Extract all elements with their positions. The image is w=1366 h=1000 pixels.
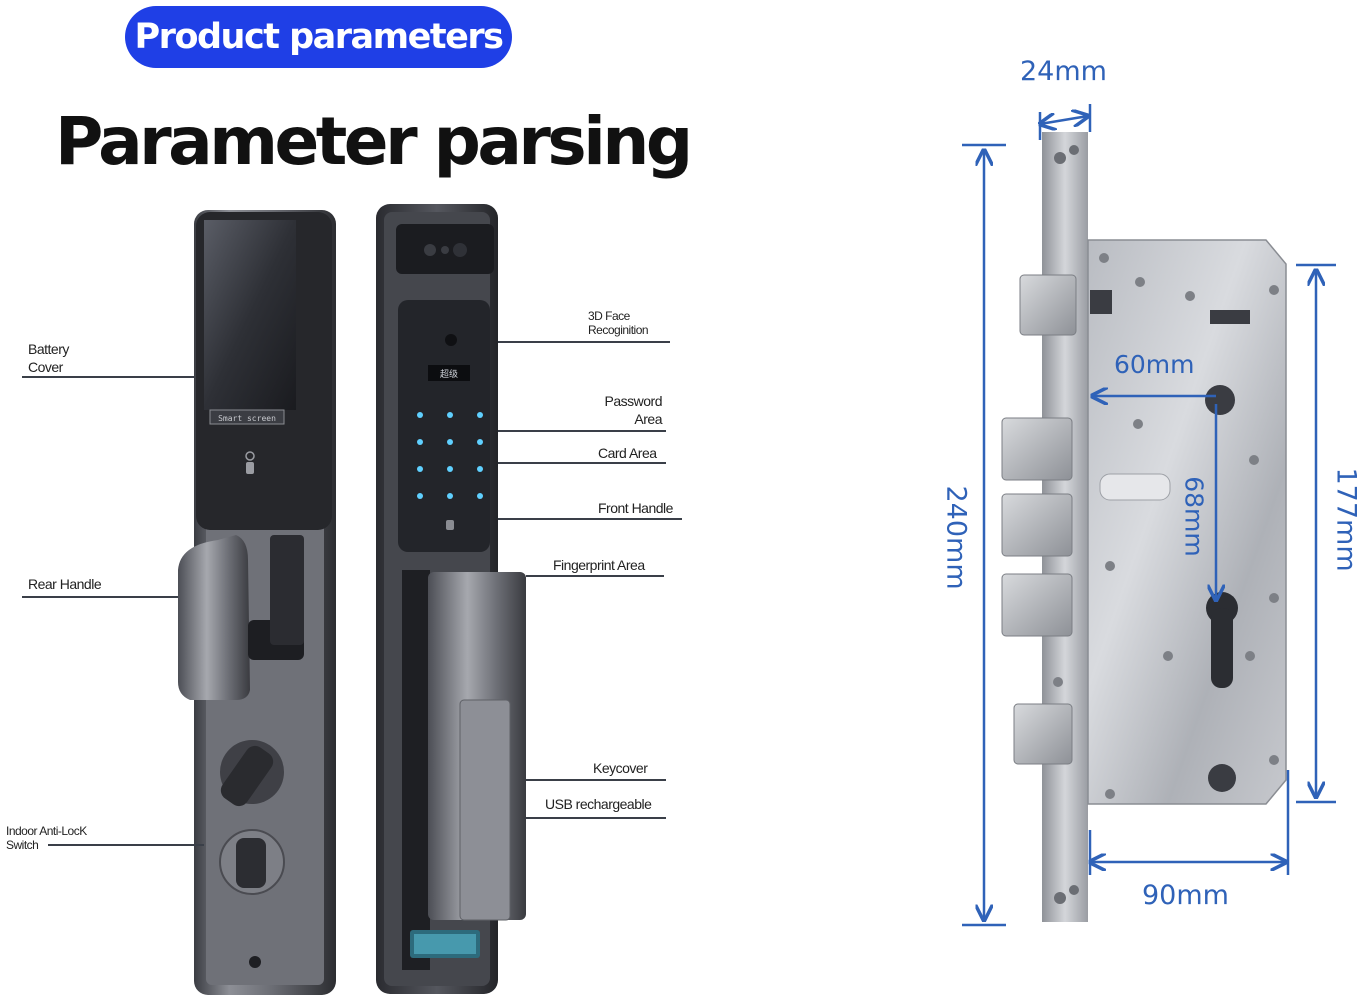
- rivet: [1105, 561, 1115, 571]
- leader-usb-rechargeable: [526, 817, 666, 819]
- rivet: [1269, 755, 1279, 765]
- label-front-handle: Front Handle: [598, 500, 673, 516]
- screen-caption: Smart screen: [218, 414, 276, 423]
- dimension-lines: [962, 104, 1336, 927]
- page-title: Parameter parsing: [55, 103, 693, 180]
- label-card-area: Card Area: [598, 445, 657, 461]
- keypad-key: [477, 493, 483, 499]
- rivet: [1245, 651, 1255, 661]
- keypad-key: [417, 412, 423, 418]
- display-chip: 超级: [440, 368, 458, 380]
- keypad-key: [447, 493, 453, 499]
- leader-keycover: [526, 779, 666, 781]
- lock-icon: [446, 520, 454, 530]
- rivet: [1099, 253, 1109, 263]
- dim-case-depth: 90mm: [1142, 880, 1229, 911]
- dead-bolt-3: [1001, 573, 1073, 637]
- keypad-key: [477, 412, 483, 418]
- keypad-key: [417, 439, 423, 445]
- label-rear-handle: Rear Handle: [28, 576, 102, 592]
- keypad-glass: [398, 300, 490, 552]
- rivet: [1105, 789, 1115, 799]
- keypad-key: [447, 412, 453, 418]
- rivet: [1269, 285, 1279, 295]
- lock-case: [1087, 239, 1287, 805]
- rivet: [1135, 277, 1145, 287]
- rivet: [1053, 677, 1063, 687]
- label-anti-lock-switch: Indoor Anti-LocK Switch: [6, 824, 87, 852]
- keypad-key: [447, 466, 453, 472]
- rivet: [1133, 419, 1143, 429]
- rivet: [1163, 651, 1173, 661]
- dead-bolt-2: [1001, 493, 1073, 557]
- power-icon: [245, 451, 255, 474]
- smart-screen: [204, 220, 296, 410]
- rear-panel: Smart screen: [178, 210, 336, 995]
- label-battery-cover: Battery Cover: [28, 341, 69, 375]
- label-face-recognition: 3D Face Recoginition: [588, 309, 649, 337]
- mortise-lock-body: [1001, 132, 1287, 922]
- label-keycover: Keycover: [593, 760, 648, 776]
- latch-bolt: [1019, 274, 1077, 336]
- dim-backset: 60mm: [1114, 350, 1195, 379]
- dim-case-height: 177mm: [1330, 467, 1362, 572]
- dim-center-distance: 68mm: [1179, 476, 1209, 557]
- auxiliary-bolt: [1013, 703, 1073, 765]
- leader-face-recognition: [498, 341, 670, 343]
- keypad-key: [477, 439, 483, 445]
- rivet: [1269, 593, 1279, 603]
- leader-battery-cover: [22, 376, 194, 378]
- dead-bolt-1: [1001, 417, 1073, 481]
- leader-anti-lock-switch: [48, 844, 204, 846]
- leader-rear-handle: [22, 596, 178, 598]
- label-usb-rechargeable: USB rechargeable: [545, 796, 652, 812]
- keypad-key: [417, 466, 423, 472]
- leader-front-handle: [498, 518, 682, 520]
- label-password-area: Password Area: [604, 393, 663, 427]
- dim-faceplate-width: 24mm: [1020, 56, 1107, 87]
- rivets: [1053, 253, 1279, 799]
- spindle-hole: [1205, 385, 1235, 415]
- leader-password-area: [498, 430, 666, 432]
- keypad-key: [417, 493, 423, 499]
- keypad: [417, 412, 483, 530]
- keypad-key: [477, 466, 483, 472]
- front-panel: 超级: [376, 204, 526, 994]
- leader-fingerprint-area: [526, 575, 664, 577]
- rear-handle-lever: [178, 535, 250, 700]
- label-fingerprint-area: Fingerprint Area: [553, 557, 645, 573]
- rivet: [1185, 291, 1195, 301]
- rivet: [1249, 455, 1259, 465]
- dim-total-height: 240mm: [940, 485, 972, 590]
- leader-card-area: [498, 462, 666, 464]
- keypad-key: [447, 439, 453, 445]
- product-parameters-badge: Product parameters: [125, 6, 512, 68]
